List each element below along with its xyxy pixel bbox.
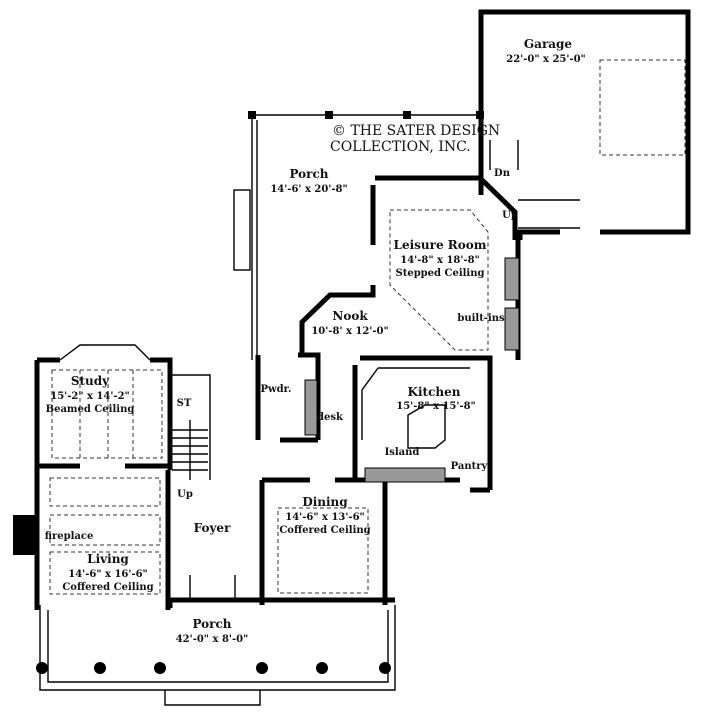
island-label: Island [385,447,420,458]
rear-porch-label: Porch [289,167,328,181]
dining-dims: 14'-6" x 13'-6" [285,512,365,523]
copyright-line2: COLLECTION, INC. [330,139,471,155]
front-porch-dims: 42'-0" x 8'-0" [176,634,249,645]
walls [13,9,691,706]
dining-label: Dining [302,495,348,509]
pantry-label: Pantry [451,461,489,472]
desk-label: desk [317,412,344,423]
up-garage-label: Up [502,210,518,221]
living-ceiling: Coffered Ceiling [62,582,153,593]
rear-porch-dims: 14'-6' x 20'-8" [270,184,347,195]
garage-label: Garage [524,37,573,51]
kitchen-dims: 15'-8" x 15'-8" [396,401,476,412]
study-ceiling: Beamed Ceiling [46,404,135,415]
leisure-room-dims: 14'-8" x 18'-8" [400,255,480,266]
front-porch-label: Porch [192,617,231,631]
leisure-room-label: Leisure Room [394,238,487,252]
stair-treads [172,429,208,471]
fireplace-label: fireplace [45,531,94,542]
study-dims: 15'-2" x 14'-2" [50,391,130,402]
nook-dims: 10'-8' x 12'-0" [311,326,388,337]
st-label: ST [177,398,192,409]
nook-label: Nook [332,309,368,323]
leisure-room-ceiling: Stepped Ceiling [395,268,484,279]
living-dims: 14'-6" x 16'-6" [68,569,148,580]
living-label: Living [87,552,129,566]
built-ins-label: built-ins [457,313,505,324]
up-stair-label: Up [177,489,193,500]
dn-label: Dn [494,168,511,179]
kitchen-label: Kitchen [408,385,461,399]
foyer-label: Foyer [194,521,231,535]
pwdr-label: Pwdr. [261,384,292,395]
garage-dims: 22'-0" x 25'-0" [506,54,586,65]
dining-ceiling: Coffered Ceiling [279,525,370,536]
study-label: Study [71,374,110,388]
copyright-line1: © THE SATER DESIGN [332,123,500,139]
